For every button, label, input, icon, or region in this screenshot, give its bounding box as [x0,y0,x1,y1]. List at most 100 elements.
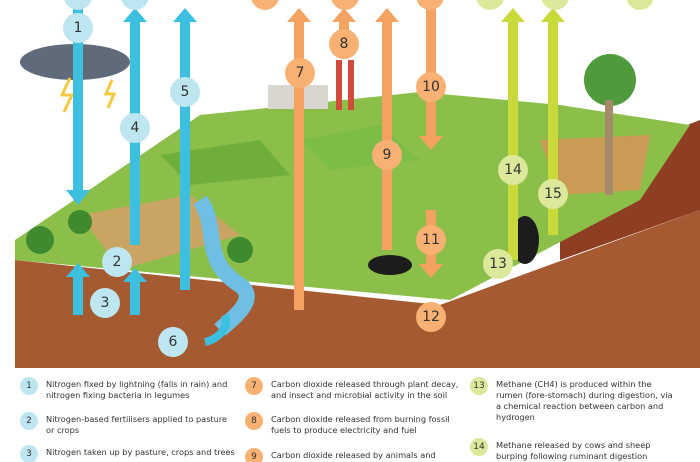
marker-2: 2 [102,247,132,277]
marker-label: 1 [74,20,83,36]
arrow-shaft-9 [382,20,392,250]
legend-badge: 9 [245,448,263,462]
marker-label: 7 [296,65,305,81]
marker-11: 11 [416,225,446,255]
arrow-shaft-3a [73,275,83,315]
legend-item-2: 2 Nitrogen-based fertilisers applied to … [20,412,230,436]
arrow-shaft-15 [548,20,558,235]
legend-badge: 2 [20,412,38,430]
marker-12: 12 [416,302,446,332]
marker-label: 6 [169,334,178,350]
arrow-head-11 [419,264,443,278]
legend-badge: 8 [245,412,263,430]
top-circle [64,0,92,10]
arrow-head-1 [66,190,90,205]
top-circle [121,0,149,10]
legend-text: Methane (CH4) is produced within the rum… [496,379,673,422]
tree [26,226,54,254]
legend-item-3: 3 Nitrogen taken up by pasture, crops an… [20,445,240,462]
top-circle [251,0,279,10]
marker-label: 9 [383,147,392,163]
marker-label: 4 [131,120,140,136]
arrow-head-9 [375,8,399,22]
legend-badge: 3 [20,445,38,462]
legend-item-1: 1 Nitrogen fixed by lightning (falls in … [20,377,230,401]
chimney-right [348,60,354,110]
legend-badge: 14 [470,438,488,456]
legend-item-13: 13 Methane (CH4) is produced within the … [470,377,680,423]
soil-front-face [15,210,700,368]
marker-15: 15 [538,179,568,209]
marker-label: 11 [422,232,440,248]
arrow-shaft-14 [508,20,518,260]
cow [368,255,412,275]
tree [584,54,636,106]
arrow-head-5 [173,8,197,22]
marker-13: 13 [483,249,513,279]
arrow-head-4 [123,8,147,22]
river [193,195,255,336]
marker-7: 7 [285,58,315,88]
arrow-shaft-7 [294,20,304,310]
far-field [540,135,650,195]
marker-label: 14 [504,162,522,178]
marker-label: 3 [101,295,110,311]
legend-text: Carbon dioxide released from burning fos… [271,414,450,435]
arrow-head-3b [123,268,147,282]
arrow-head-3a [66,263,90,277]
top-circle [541,0,569,10]
legend-item-8: 8 Carbon dioxide released from burning f… [245,412,460,436]
legend-badge: 1 [20,377,38,395]
legend-text: Nitrogen-based fertilisers applied to pa… [46,414,228,435]
marker-14: 14 [498,155,528,185]
arrow-head-14 [501,8,525,22]
marker-5: 5 [170,77,200,107]
arrow-head-15 [541,8,565,22]
legend-item-7: 7 Carbon dioxide released through plant … [245,377,460,401]
marker-9: 9 [372,140,402,170]
legend-text: Nitrogen taken up by pasture, crops and … [46,447,235,457]
arrow-head-8 [332,8,356,22]
marker-3: 3 [90,288,120,318]
arrow-shaft-1 [73,0,83,195]
legend-item-9: 9 Carbon dioxide released by animals and… [245,448,460,462]
marker-label: 15 [544,186,562,202]
lightning-bolt [59,77,75,113]
legend-badge: 7 [245,377,263,395]
marker-label: 5 [181,84,190,100]
marker-label: 8 [340,36,349,52]
arrow-head-7 [287,8,311,22]
top-circle [331,0,359,10]
marker-6: 6 [158,327,188,357]
legend-text: Carbon dioxide released through plant de… [271,379,459,400]
top-circle [476,0,504,10]
arrow-shaft-3b [130,280,140,315]
tree [227,237,253,263]
arrow-head-10 [419,136,443,150]
marker-label: 10 [422,79,440,95]
crop-field [160,140,290,185]
tree [68,210,92,234]
marker-label: 13 [489,256,507,272]
top-circle [626,0,654,10]
marker-label: 12 [422,309,440,325]
legend-badge: 13 [470,377,488,395]
marker-1: 1 [63,13,93,43]
top-circle [416,0,444,10]
legend: 1 Nitrogen fixed by lightning (falls in … [0,372,700,462]
marker-10: 10 [416,72,446,102]
legend-text: Carbon dioxide released by animals and p… [271,450,436,462]
legend-item-14: 14 Methane released by cows and sheep bu… [470,438,680,462]
marker-8: 8 [329,29,359,59]
arrow-shaft-5 [180,20,190,290]
tree-trunk [605,100,613,195]
chimney-left [336,60,342,110]
farm-landscape-illustration: 1 2 3 4 5 6 7 8 9 10 11 12 13 14 15 [15,0,700,368]
legend-text: Nitrogen fixed by lightning (falls in ra… [46,379,228,400]
marker-label: 2 [113,254,122,270]
arrow-6 [203,313,230,346]
legend-text: Methane released by cows and sheep burpi… [496,440,651,461]
lightning-bolt [103,79,117,109]
marker-4: 4 [120,113,150,143]
